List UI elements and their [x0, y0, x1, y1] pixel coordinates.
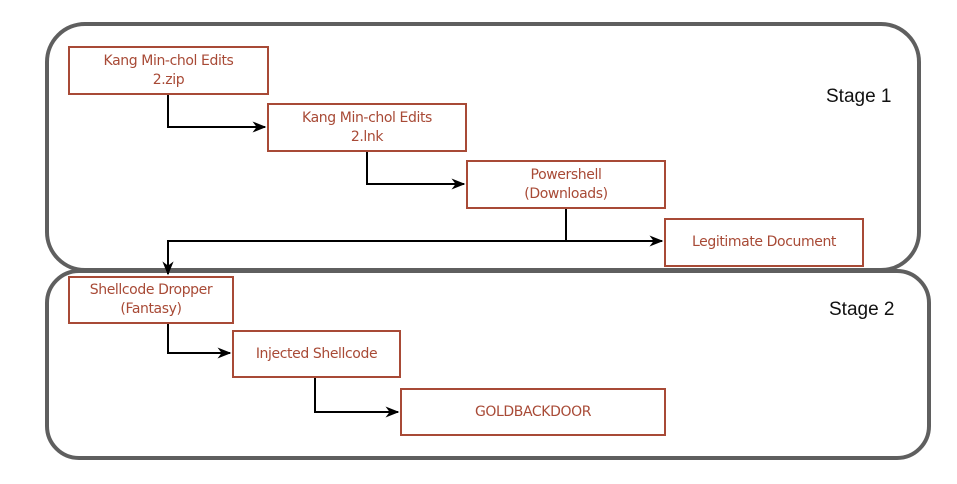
stage-1-label: Stage 1 [826, 86, 892, 107]
node-legitimate-document: Legitimate Document [664, 218, 864, 267]
node-goldbackdoor: GOLDBACKDOOR [400, 388, 666, 436]
node-injected-shellcode: Injected Shellcode [232, 330, 401, 378]
node-shellcode-dropper: Shellcode Dropper (Fantasy) [68, 276, 234, 324]
node-powershell: Powershell (Downloads) [466, 160, 666, 209]
node-zip-file: Kang Min-chol Edits 2.zip [68, 46, 269, 95]
stage-2-label: Stage 2 [829, 299, 895, 320]
node-lnk-file: Kang Min-chol Edits 2.lnk [267, 103, 467, 152]
